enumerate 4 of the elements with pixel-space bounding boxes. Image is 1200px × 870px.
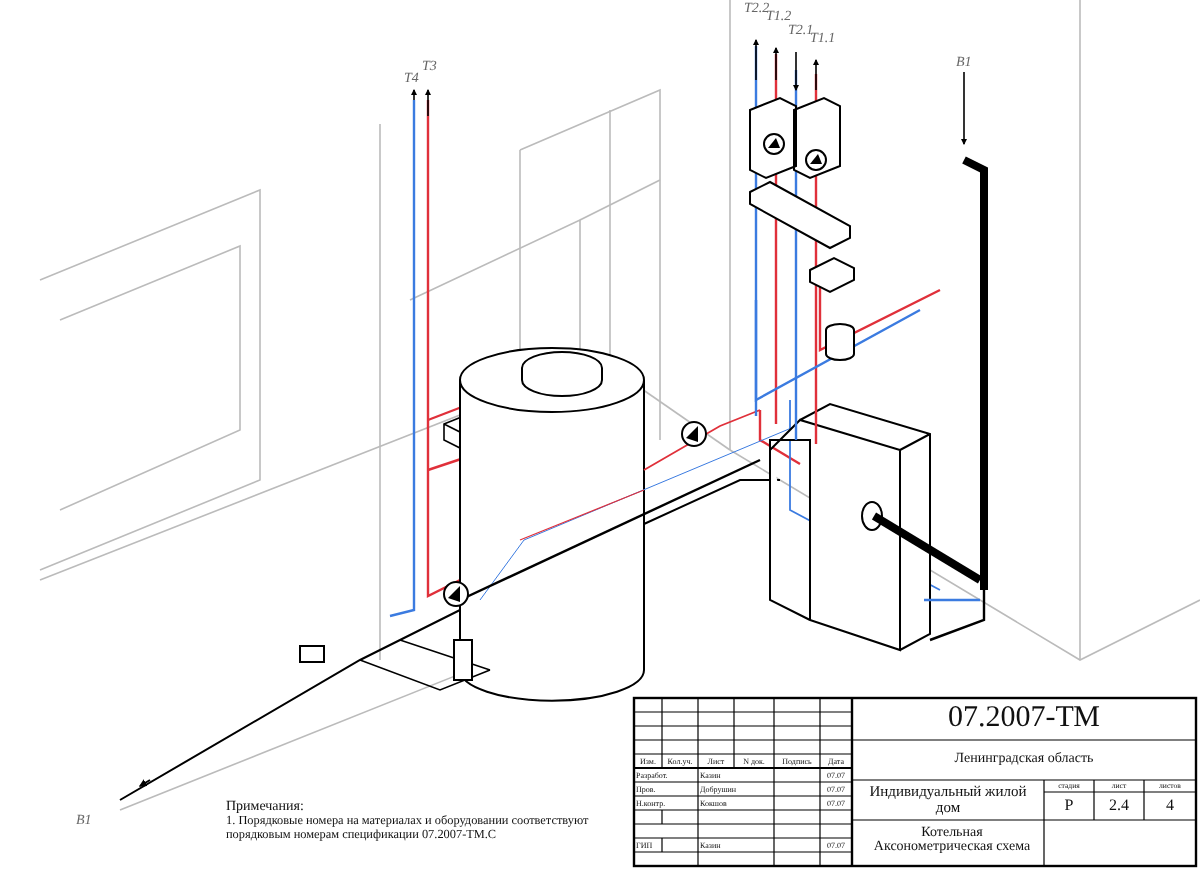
title-block-text: 2.4 bbox=[1107, 798, 1131, 815]
title-block-text: 4 bbox=[1164, 798, 1176, 815]
drawing-number: 07.2007-ТМ bbox=[945, 704, 1103, 736]
title-block-text: Р bbox=[1062, 798, 1076, 815]
